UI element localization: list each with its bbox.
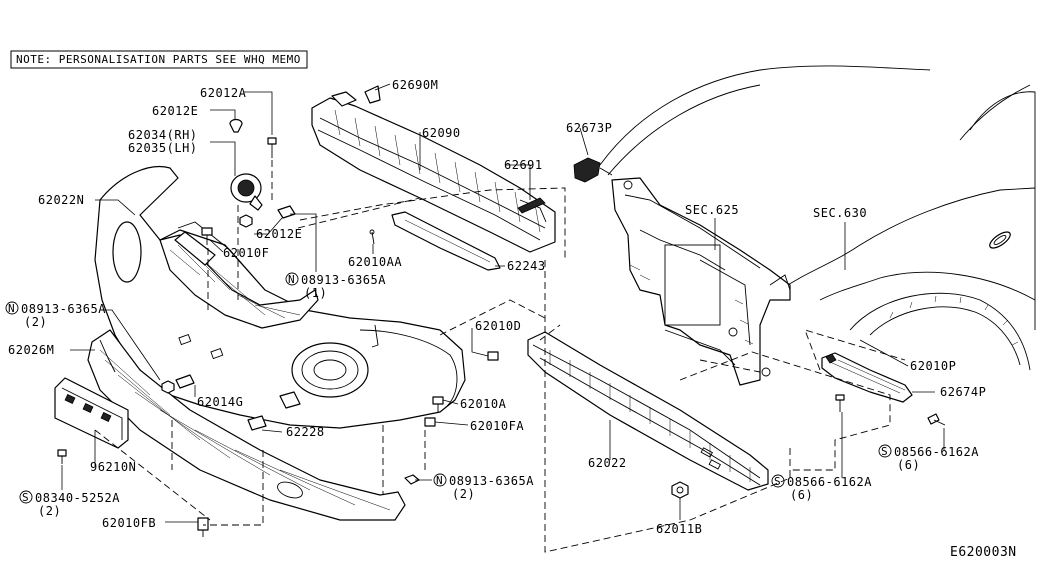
label-08566-bottom: S 08566-6162A (6): [771, 474, 872, 502]
label-62673p: 62673P: [566, 121, 612, 135]
label-62010p: 62010P: [910, 359, 956, 373]
n-prefix-1: N: [288, 273, 295, 286]
label-08913-1: N 08913-6365A (1): [285, 272, 386, 300]
label-62010a: 62010A: [460, 397, 507, 411]
svg-text:(2): (2): [24, 315, 47, 329]
label-62010fa: 62010FA: [470, 419, 524, 433]
part-62012a-screw: [267, 137, 277, 158]
label-62090: 62090: [422, 126, 461, 140]
radiator-core-support: [611, 177, 791, 386]
label-08340: S 08340-5252A (2): [19, 490, 120, 518]
s-prefix-1: S: [22, 491, 29, 504]
label-62022: 62022: [588, 456, 627, 470]
label-62691: 62691: [504, 158, 543, 172]
label-62011b: 62011B: [656, 522, 702, 536]
svg-text:(6): (6): [790, 488, 813, 502]
label-62022n: 62022N: [38, 193, 84, 207]
svg-text:(2): (2): [452, 487, 475, 501]
label-62010aa: 62010AA: [348, 255, 402, 269]
part-62010fb-clip: [197, 517, 209, 537]
fender-body-outline: [599, 65, 1036, 371]
label-62243: 62243: [507, 259, 546, 273]
svg-text:08913-6365A: 08913-6365A: [21, 302, 106, 316]
part-62690m: [364, 85, 381, 104]
label-62034: 62034(RH): [128, 128, 198, 142]
note-box: NOTE: PERSONALISATION PARTS SEE WHQ MEMO: [10, 50, 308, 69]
n-prefix-3: N: [436, 474, 443, 487]
label-08913-3: N 08913-6365A (2): [433, 473, 534, 501]
label-62012a: 62012A: [200, 86, 247, 100]
note-text: NOTE: PERSONALISATION PARTS SEE WHQ MEMO: [16, 53, 301, 66]
screw-08566-left: [835, 394, 845, 412]
part-62014g: [175, 374, 195, 389]
part-62011b-nut: [671, 481, 689, 499]
svg-text:08913-6365A: 08913-6365A: [449, 474, 534, 488]
svg-text:(1): (1): [304, 286, 327, 300]
svg-text:(6): (6): [897, 458, 920, 472]
part-62012e-clip-mid: [277, 205, 296, 219]
nut-08913-left: [161, 380, 175, 394]
part-62034-fog-lamp: [230, 173, 263, 211]
screw-08566-right: [927, 413, 946, 426]
label-62690m: 62690M: [392, 78, 438, 92]
part-62010f-clip: [201, 227, 213, 245]
part-62228: [247, 415, 267, 431]
label-62014g: 62014G: [197, 395, 243, 409]
part-62010a-clip: [432, 396, 444, 412]
s-prefix-2: S: [774, 475, 781, 488]
nut-08913-bottom: [404, 474, 420, 485]
leader-lines: [61, 83, 945, 523]
label-62228: 62228: [286, 425, 325, 439]
diagram-code: E620003N: [950, 545, 1017, 560]
part-62010d-clip: [487, 351, 499, 361]
assembly-dashed-lines: [94, 160, 906, 553]
part-62022n-bumper-fascia: [94, 166, 466, 429]
s-prefix-3: S: [881, 445, 888, 458]
svg-text:08340-5252A: 08340-5252A: [35, 491, 120, 505]
part-62691: [517, 197, 546, 214]
part-62012e-clip-top: [229, 118, 243, 133]
n-prefix-2: N: [8, 302, 15, 315]
label-62010f: 62010F: [223, 246, 269, 260]
label-96210n: 96210N: [90, 460, 136, 474]
part-62010fa-clip: [424, 417, 436, 427]
label-62010d: 62010D: [475, 319, 521, 333]
part-62010aa: [369, 229, 375, 245]
label-62026m: 62026M: [8, 343, 54, 357]
label-sec625: SEC.625: [685, 203, 739, 217]
label-62035: 62035(LH): [128, 141, 198, 155]
svg-text:(2): (2): [38, 504, 61, 518]
part-96210n-plate-bracket: [54, 377, 129, 449]
part-62674p: [821, 352, 913, 403]
label-62012e-mid: 62012E: [256, 227, 302, 241]
label-62012e-top: 62012E: [152, 104, 198, 118]
label-08913-2: N 08913-6365A (2): [5, 301, 106, 329]
screw-08340: [57, 449, 67, 464]
label-62674p: 62674P: [940, 385, 986, 399]
label-08566-right: S 08566-6162A (6): [878, 444, 979, 472]
part-62022-reinforcement: [527, 331, 769, 491]
part-62673p: [573, 157, 613, 183]
label-sec630: SEC.630: [813, 206, 867, 220]
part-labels: 62012A 62012E 62034(RH) 62035(LH) 62022N…: [5, 78, 1017, 560]
label-62010fb: 62010FB: [102, 516, 156, 530]
svg-text:08566-6162A: 08566-6162A: [787, 475, 872, 489]
svg-text:08566-6162A: 08566-6162A: [894, 445, 979, 459]
svg-text:08913-6365A: 08913-6365A: [301, 273, 386, 287]
nut-08913-top: [239, 214, 253, 228]
part-62243: [391, 211, 501, 271]
